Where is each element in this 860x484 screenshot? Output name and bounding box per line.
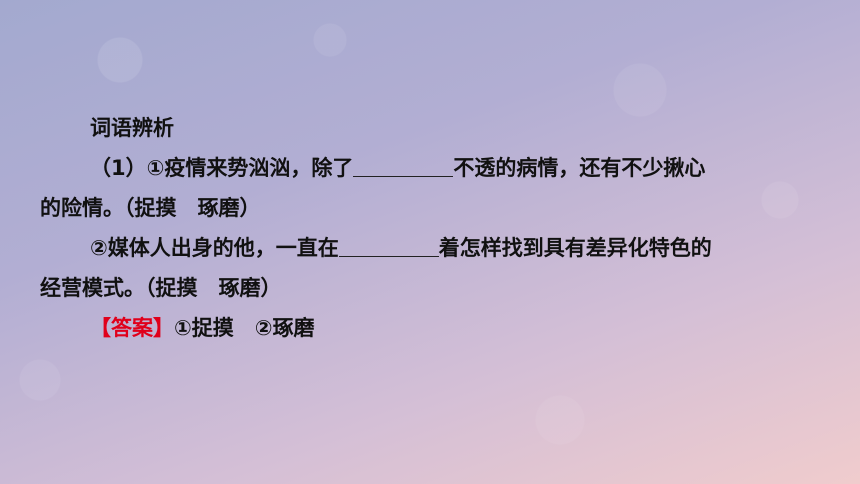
q2-text-before-blank: ②媒体人出身的他，一直在	[90, 236, 339, 260]
q2-text-after-blank: 着怎样找到具有差异化特色的	[438, 236, 712, 260]
question-1-line-1: （1）①疫情来势汹汹，除了 不透的病情，还有不少揪心	[40, 148, 830, 188]
q2-blank	[338, 232, 439, 257]
question-2-line-2: 经营模式。（捉摸 琢磨）	[40, 276, 282, 300]
answer-text: ①捉摸 ②琢磨	[174, 316, 315, 340]
answer-line: 【答案】①捉摸 ②琢磨	[40, 308, 830, 348]
question-1-line-2: 的险情。（捉摸 琢磨）	[40, 196, 261, 220]
q1-text-after-blank: 不透的病情，还有不少揪心	[453, 156, 706, 180]
answer-label: 【答案】	[90, 316, 174, 340]
q1-blank	[353, 152, 454, 177]
exercise-content: 词语辨析 （1）①疫情来势汹汹，除了 不透的病情，还有不少揪心 的险情。（捉摸 琢…	[40, 108, 830, 348]
q1-text-before-blank: （1）①疫情来势汹汹，除了	[90, 156, 354, 180]
question-2-line-1: ②媒体人出身的他，一直在 着怎样找到具有差异化特色的	[40, 228, 830, 268]
section-title: 词语辨析	[90, 116, 174, 140]
